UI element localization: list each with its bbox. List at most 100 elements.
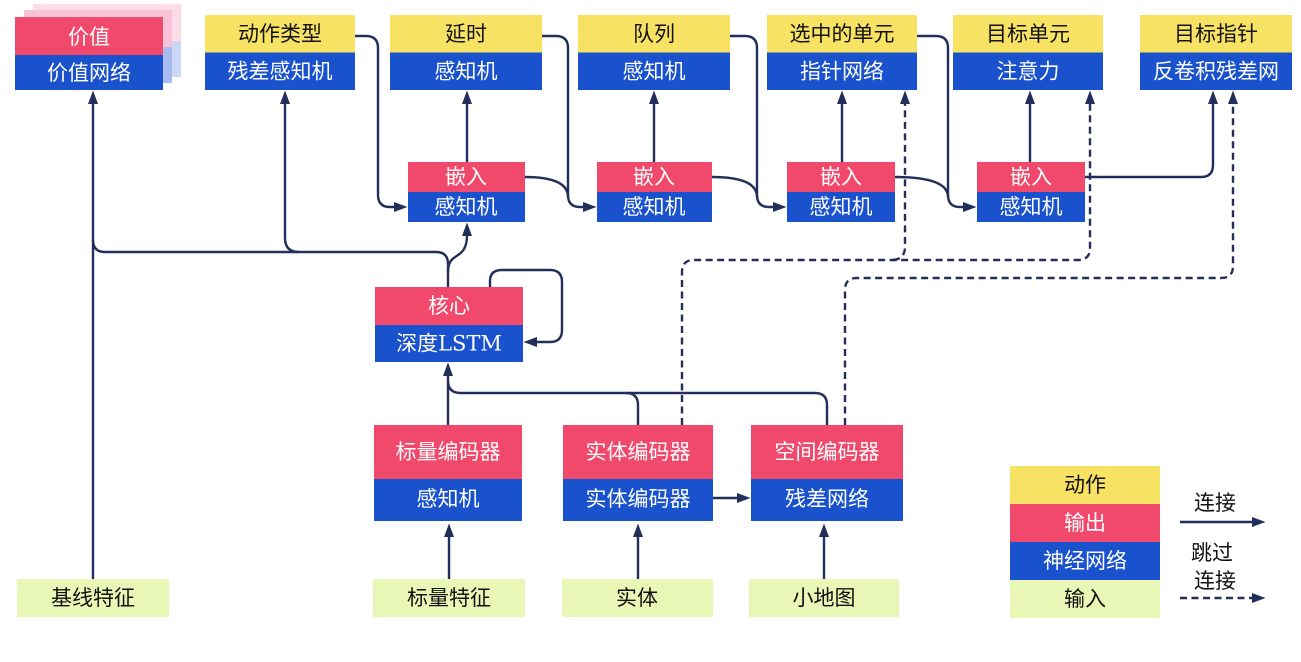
head-selected-units-network-label: 指针网络: [800, 60, 884, 84]
input-minimap: 小地图: [749, 579, 899, 617]
legend-connection-label: 连接: [1194, 491, 1236, 515]
embed-4-network-box: [977, 192, 1085, 222]
skip-connectors: [680, 90, 1238, 425]
encoder-scalar-network-label: 感知机: [417, 487, 480, 511]
embed-1-output-box: [408, 162, 525, 192]
encoder-entity-network-box: [563, 479, 713, 521]
core-network-label: 深度LSTM: [396, 332, 502, 356]
legend-input-label: 输入: [1064, 587, 1106, 611]
head-target-unit-action-box: [953, 15, 1103, 53]
encoder-entity-output-box: [563, 425, 713, 479]
encoder-spatial-output-box: [751, 425, 903, 479]
encoder-spatial-network-box: [751, 479, 903, 521]
embed-3: 嵌入 感知机: [787, 162, 895, 222]
head-delay-network-label: 感知机: [435, 60, 498, 84]
head-action-type: 动作类型 残差感知机: [205, 15, 355, 90]
head-queue-network-box: [578, 52, 730, 90]
encoder-spatial-output-label: 空间编码器: [775, 440, 880, 464]
head-action-type-network-box: [205, 52, 355, 90]
head-delay-network-box: [390, 52, 542, 90]
head-action-type-action-box: [205, 15, 355, 53]
input-scalar-features: 标量特征: [373, 579, 525, 617]
head-value-network-label: 价值网络: [47, 61, 131, 85]
connector-core-to-embed1: [446, 222, 472, 273]
input-entities-label: 实体: [616, 586, 658, 610]
input-baseline-features: 基线特征: [17, 579, 169, 617]
encoder-entity-network-label: 实体编码器: [586, 487, 691, 511]
legend-network-swatch: [1010, 542, 1160, 580]
embed-4: 嵌入 感知机: [977, 162, 1085, 222]
solid-connectors: [88, 34, 1218, 579]
core: 核心 深度LSTM: [375, 287, 523, 362]
head-queue-action-box: [578, 15, 730, 53]
legend-output-swatch: [1010, 504, 1160, 542]
embed-3-network-box: [787, 192, 895, 222]
embed-3-output-label: 嵌入: [820, 165, 862, 189]
head-queue: 队列 感知机: [578, 15, 730, 90]
embed-2-network-label: 感知机: [623, 195, 686, 219]
embed-3-output-box: [787, 162, 895, 192]
embed-4-output-box: [977, 162, 1085, 192]
embed-1-output-label: 嵌入: [445, 165, 487, 189]
connector-action-type-to-embed1: [355, 34, 408, 212]
head-target-unit: 目标单元 注意力: [953, 15, 1103, 90]
connector-selected-units-to-embed4: [917, 34, 977, 212]
legend-skip-label-line1: 跳过: [1191, 541, 1233, 565]
core-output-label: 核心: [428, 294, 470, 318]
head-value: 价值 价值网络: [15, 4, 181, 90]
input-entities-box: [562, 579, 713, 617]
input-entities: 实体: [562, 579, 713, 617]
head-target-point: 目标指针 反卷积残差网: [1140, 15, 1292, 90]
head-value-network-box: [15, 55, 163, 90]
encoder-spatial: 空间编码器 残差网络: [751, 425, 903, 521]
legend-input-swatch: [1010, 580, 1160, 618]
connector-delay-to-embed2: [542, 34, 597, 212]
input-scalar-features-label: 标量特征: [407, 586, 491, 610]
input-baseline-features-label: 基线特征: [51, 586, 135, 610]
head-value-action-label: 价值: [68, 25, 110, 49]
head-queue-network-label: 感知机: [623, 60, 686, 84]
head-delay: 延时 感知机: [390, 15, 542, 90]
embed-2-output-box: [597, 162, 712, 192]
encoder-spatial-network-label: 残差网络: [785, 487, 869, 511]
connector-entity-encoder-branch: [625, 391, 640, 425]
encoder-scalar-output-box: [374, 425, 522, 479]
encoder-entity: 实体编码器 实体编码器: [563, 425, 713, 521]
embed-3-network-label: 感知机: [810, 195, 873, 219]
encoder-scalar: 标量编码器 感知机: [374, 425, 522, 521]
head-target-unit-action-label: 目标单元: [986, 22, 1070, 46]
embed-4-output-label: 嵌入: [1010, 165, 1052, 189]
connector-queue-to-embed3: [730, 34, 787, 212]
connector-embed3-merge: [894, 175, 950, 198]
connector-embed1-merge: [524, 175, 570, 198]
core-network-box: [375, 325, 523, 362]
head-queue-action-label: 队列: [633, 22, 675, 46]
head-selected-units-action-box: [767, 15, 917, 53]
head-action-type-action-label: 动作类型: [238, 22, 322, 46]
embed-1-network-box: [408, 192, 525, 222]
head-value-output-box: [15, 17, 163, 55]
head-target-unit-network-box: [953, 52, 1103, 90]
head-selected-units-action-label: 选中的单元: [790, 22, 895, 46]
head-target-point-network-box: [1140, 52, 1292, 90]
input-baseline-features-box: [17, 579, 169, 617]
embed-2-output-label: 嵌入: [633, 165, 675, 189]
head-selected-units-network-box: [767, 52, 917, 90]
head-delay-action-label: 延时: [445, 22, 487, 46]
head-target-unit-network-label: 注意力: [997, 60, 1060, 84]
connector-encoder-merge-horizontal: [446, 380, 829, 425]
legend: 动作 输出 神经网络 输入 连接 跳过 连接: [1010, 466, 1266, 618]
connector-core-output-left: [91, 239, 450, 287]
legend-skip-label-line2: 连接: [1194, 569, 1236, 593]
embed-1: 嵌入 感知机: [408, 162, 525, 222]
legend-action-swatch: [1010, 466, 1160, 504]
encoder-scalar-network-box: [374, 479, 522, 521]
embed-2-network-box: [597, 192, 712, 222]
input-minimap-box: [749, 579, 899, 617]
head-target-point-action-box: [1140, 15, 1292, 53]
head-target-point-network-label: 反卷积残差网: [1153, 60, 1279, 84]
skip-spatial-encoder-to-target-point: [843, 90, 1238, 425]
legend-output-label: 输出: [1064, 511, 1106, 535]
